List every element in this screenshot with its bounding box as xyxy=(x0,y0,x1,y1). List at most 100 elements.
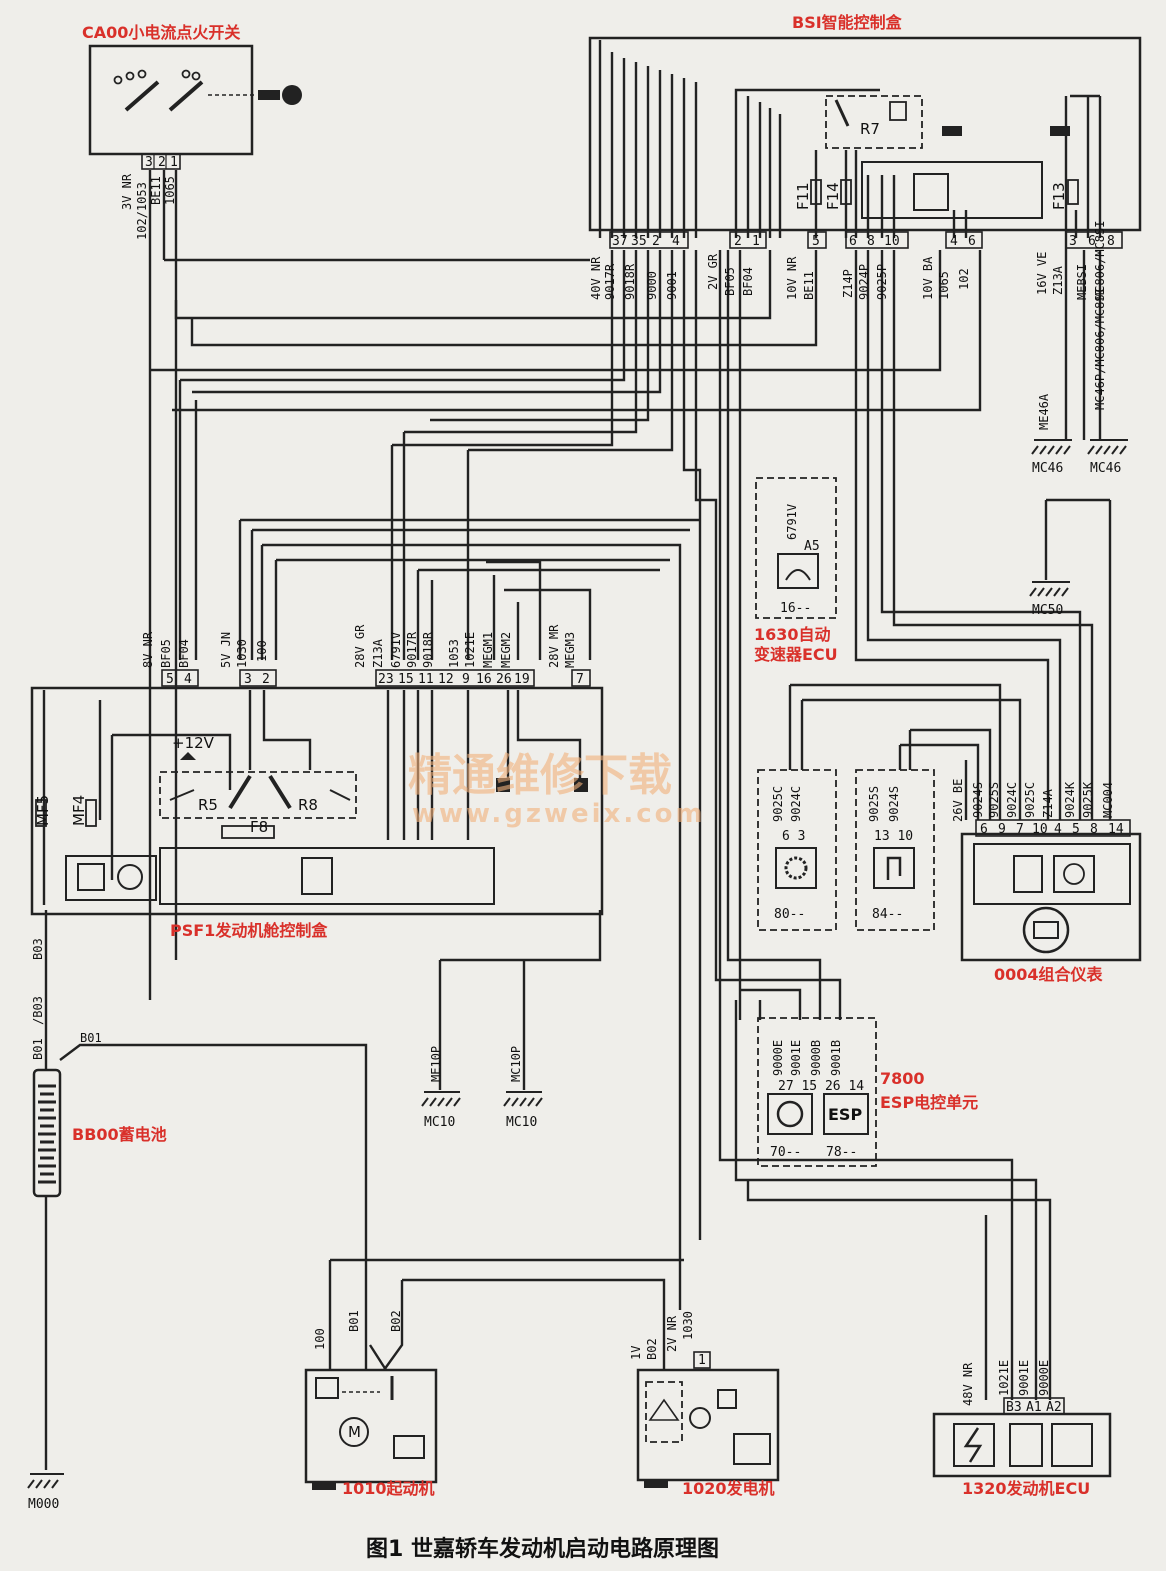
batt-wire-b01a: B01 xyxy=(31,1038,45,1060)
inst-wire-26v: 26V BE xyxy=(951,779,965,822)
psf-wire-9018r: 9018R xyxy=(421,631,435,668)
bsi-wire-z13a: Z13A xyxy=(1051,265,1065,295)
bsi-wire-40v: 40V NR xyxy=(589,256,603,300)
bsi-pin-8f: 8 xyxy=(1107,234,1115,249)
esp-code-78: 78-- xyxy=(826,1145,857,1160)
esp-pins: 27 15 26 14 xyxy=(778,1079,864,1094)
ecu1630-a5: A5 xyxy=(804,539,820,554)
motor-m-label: M xyxy=(348,1423,361,1441)
f8-label: F8 xyxy=(250,818,268,836)
ca00-pin-2: 2 xyxy=(158,155,166,170)
ground-mc46-a: MC46 xyxy=(1032,461,1063,476)
inst-wire-9025s: 9025S xyxy=(987,782,1001,818)
ignition-switch xyxy=(88,44,302,156)
psf-pin-7: 7 xyxy=(576,672,584,687)
ground-m000: M000 xyxy=(28,1497,59,1512)
bsi-pin-2b: 2 xyxy=(734,234,742,249)
bsi-wire-mebsi: MEBSI xyxy=(1075,264,1089,300)
bsi-wire-9001: 9001 xyxy=(665,271,679,300)
mc10-wire-mc10p: MC10P xyxy=(509,1046,523,1082)
starter xyxy=(304,1368,438,1490)
ecu1630-title-2: 变速器ECU xyxy=(754,645,838,664)
starter-wire-b01: B01 xyxy=(347,1310,361,1332)
ecu-pin-a2: A2 xyxy=(1046,1400,1062,1415)
psf-wire-6791v: 6791V xyxy=(389,632,403,668)
bsi-wire-1065: 1065 xyxy=(937,271,951,300)
wiring xyxy=(42,40,1112,1470)
ground-mc10-a: MC10 xyxy=(424,1115,455,1130)
psf-plus12: +12V xyxy=(172,734,215,752)
m84-pins: 13 10 xyxy=(874,829,913,844)
psf-pin-16: 16 xyxy=(476,672,492,687)
alt-wire-2v: 2V NR xyxy=(665,1315,679,1352)
m80-pins: 6 3 xyxy=(782,829,805,844)
psf-wire-megm2: MEGM2 xyxy=(499,632,513,668)
bsi-wire-16v-ve: 16V VE xyxy=(1035,252,1049,295)
starter-wire-b02: B02 xyxy=(389,1310,403,1332)
inst-pin-8: 8 xyxy=(1090,822,1098,837)
module-80: 9025C 9024C 6 3 80-- xyxy=(757,769,837,931)
psf-pin-15: 15 xyxy=(398,672,414,687)
ecu-wire-9001e: 9001E xyxy=(1017,1360,1031,1396)
psf-wire-9017r: 9017R xyxy=(405,631,419,668)
inst-wire-9024k: 9024K xyxy=(1063,781,1077,818)
ca00-pin-1: 1 xyxy=(170,155,178,170)
module-84: 9025S 9024S 13 10 84-- xyxy=(855,769,935,931)
alt-wire-b02: B02 xyxy=(645,1338,659,1360)
ca00-wire-102: 102/1053 xyxy=(135,182,149,240)
psf-pin-4: 4 xyxy=(184,672,192,687)
bsi-wire-102: 102 xyxy=(957,268,971,290)
bsi-wire-9018r: 9018R xyxy=(623,263,637,300)
esp-unit: 9000E 9001E 9000B 9001B 27 15 26 14 70--… xyxy=(757,1017,877,1167)
bsi-wire-10v-nr: 10V NR xyxy=(785,256,799,300)
inst-wire-z14a: Z14A xyxy=(1041,788,1055,818)
esp-code-70: 70-- xyxy=(770,1145,801,1160)
brake-icon xyxy=(776,1100,804,1128)
psf-wire-5v: 5V JN xyxy=(219,632,233,668)
psf-wire-megm1: MEGM1 xyxy=(481,632,495,668)
bsi-pin-6f: 6 xyxy=(1088,234,1096,249)
mc46-wire-me46a: ME46A xyxy=(1037,393,1051,430)
esp-number: 7800 xyxy=(880,1069,925,1088)
psf-wire-1053: 1053 xyxy=(447,639,461,668)
bsi-wire-be11: BE11 xyxy=(802,271,816,300)
gearbox-icon xyxy=(785,569,811,581)
bsi-pin-2a: 2 xyxy=(652,234,660,249)
ground-mc46-b: MC46 xyxy=(1090,461,1121,476)
mc46-grounds: ME46A MC46P/MC806/MC8SI MC46 MC46 xyxy=(1031,287,1128,476)
engine-ecu-title: 1320发动机ECU xyxy=(962,1479,1090,1498)
bsi-pin-8: 8 xyxy=(867,234,875,249)
instrument-pins: 6 9 7 10 4 5 8 14 xyxy=(980,822,1124,837)
bsi-pin-35: 35 xyxy=(631,234,647,249)
bsi-wire-bf04: BF04 xyxy=(741,267,755,296)
psf-wire-megm3: MEGM3 xyxy=(563,632,577,668)
inst-pin-4: 4 xyxy=(1054,822,1062,837)
m80-wire-9025c: 9025C xyxy=(771,786,785,822)
psf-pin-3: 3 xyxy=(244,672,252,687)
psf-pin-26: 26 xyxy=(496,672,512,687)
inst-wire-9024c: 9024C xyxy=(1005,782,1019,818)
inst-pin-6: 6 xyxy=(980,822,988,837)
psf1-title: PSF1发动机舱控制盒 xyxy=(170,921,328,940)
psf-pin-2: 2 xyxy=(262,672,270,687)
battery-title: BB00蓄电池 xyxy=(72,1125,167,1144)
lightning-icon xyxy=(963,1427,983,1463)
m80-code: 80-- xyxy=(774,907,805,922)
bsi-pin-6e: 6 xyxy=(968,234,976,249)
ecu-wire-1021e: 1021E xyxy=(997,1360,1011,1396)
batt-wire-b03: B03 xyxy=(31,938,45,960)
psf-pin-23: 23 xyxy=(378,672,394,687)
bsi-pin-10: 10 xyxy=(884,234,900,249)
bsi-wire-9000: 9000 xyxy=(645,271,659,300)
starter-wire-100: 100 xyxy=(313,1328,327,1350)
psf-wire-28v-mr: 28V MR xyxy=(547,624,561,668)
m84-code: 84-- xyxy=(872,907,903,922)
bsi-pin-5: 5 xyxy=(812,234,820,249)
instrument-title: 0004组合仪表 xyxy=(994,965,1104,984)
figure-caption: 图1 世嘉轿车发动机启动电路原理图 xyxy=(366,1536,719,1562)
music-note-icon xyxy=(886,856,902,880)
instrument-cluster xyxy=(960,819,1142,962)
alt-wire-1v: 1V xyxy=(629,1346,643,1360)
inst-pin-9: 9 xyxy=(998,822,1006,837)
inst-wire-9025c: 9025C xyxy=(1023,782,1037,818)
